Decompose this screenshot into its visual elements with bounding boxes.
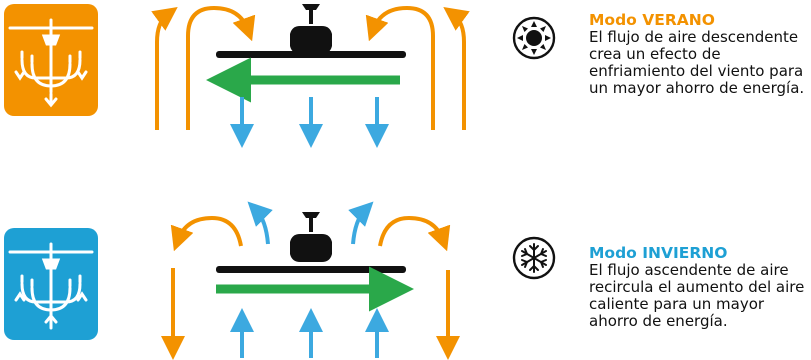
- summer-mode-description: El flujo de aire descendente crea un efe…: [589, 28, 805, 97]
- sun-icon: [512, 16, 556, 60]
- summer-badge: [4, 4, 98, 116]
- summer-mode-section: Modo VERANO El flujo de aire descendente…: [4, 4, 811, 148]
- winter-mode-text: Modo INVIERNO El flujo ascendente de air…: [589, 245, 811, 330]
- summer-airflow-diagram: [4, 4, 470, 148]
- ceiling-fan-chandelier-icon: [8, 18, 94, 108]
- winter-mode-description: El flujo ascendente de aire recircula el…: [589, 261, 805, 330]
- winter-outer-airflow: [161, 215, 460, 360]
- winter-mode-name: INVIERNO: [642, 244, 728, 262]
- winter-mode-word: Modo: [589, 244, 637, 262]
- summer-mode-text: Modo VERANO El flujo de aire descendente…: [589, 12, 811, 97]
- summer-mode-title: Modo VERANO: [589, 11, 715, 29]
- summer-downward-airflow: [230, 97, 389, 148]
- winter-badge: [4, 228, 98, 340]
- winter-upward-airflow: [230, 201, 389, 358]
- summer-mode-word: Modo: [589, 11, 637, 29]
- summer-ceiling-fan: [206, 4, 406, 103]
- winter-mode-title: Modo INVIERNO: [589, 244, 727, 262]
- winter-ceiling-fan: [216, 212, 414, 312]
- winter-mode-section: Modo INVIERNO El flujo ascendente de air…: [0, 180, 811, 360]
- winter-airflow-diagram: [4, 201, 460, 360]
- summer-outer-airflow: [151, 5, 470, 130]
- snowflake-icon: [512, 236, 556, 280]
- ceiling-fan-chandelier-icon: [8, 242, 94, 330]
- summer-mode-name: VERANO: [642, 11, 715, 29]
